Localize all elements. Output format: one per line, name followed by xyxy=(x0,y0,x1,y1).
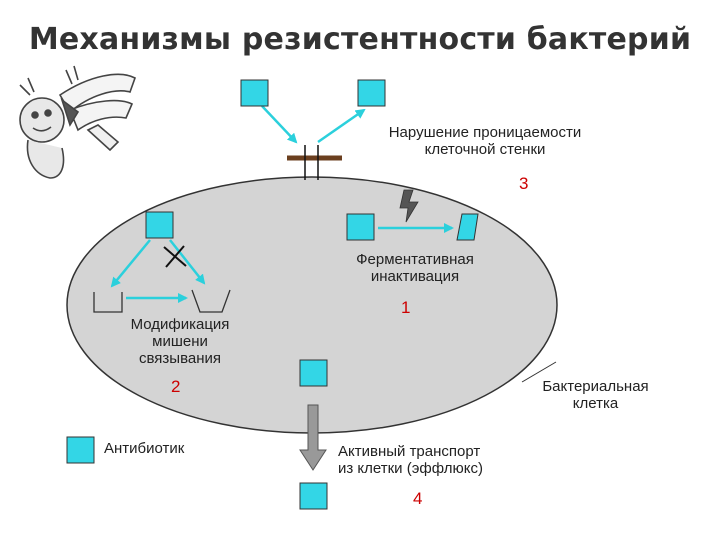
label-efflux-line2: из клетки (эффлюкс) xyxy=(338,460,483,477)
cartoon-character-icon xyxy=(19,65,136,179)
cell-wall-channel xyxy=(287,145,342,180)
arrow-to-modified-target xyxy=(169,239,206,285)
label-enzymatic-line1: Ферментативная xyxy=(356,251,474,268)
label-permeability-line1: Нарушение проницаемости xyxy=(388,124,582,141)
antibiotic-square xyxy=(240,79,269,107)
antibiotic-square xyxy=(357,79,386,107)
label-cell: Бактериальная клетка xyxy=(518,378,673,412)
label-efflux: Активный транспорт из клетки (эффлюкс) xyxy=(338,443,483,477)
marker-1: 1 xyxy=(401,298,411,317)
label-target-line2: мишени xyxy=(152,333,208,350)
modified-target-site xyxy=(191,289,231,313)
antibiotic-square xyxy=(346,213,375,241)
marker-3: 3 xyxy=(519,174,529,193)
arrow-to-original-target xyxy=(110,239,151,288)
inactivated-antibiotic xyxy=(456,213,479,241)
label-target: Модификация мишени связывания xyxy=(100,316,260,367)
label-permeability-line2: клеточной стенки xyxy=(424,141,546,158)
label-target-line1: Модификация xyxy=(130,316,230,333)
label-permeability: Нарушение проницаемости клеточной стенки xyxy=(360,124,610,158)
original-target-site xyxy=(93,292,123,313)
arrow-entry xyxy=(261,105,298,144)
lightning-icon xyxy=(399,189,419,223)
page-title: Механизмы резистентности бактерий xyxy=(28,22,692,57)
antibiotic-square xyxy=(299,482,328,510)
label-efflux-line1: Активный транспорт xyxy=(338,443,481,460)
marker-4: 4 xyxy=(413,489,423,508)
label-cell-line2: клетка xyxy=(572,395,619,412)
label-enzymatic-line2: инактивация xyxy=(370,268,460,285)
label-target-line3: связывания xyxy=(138,350,221,367)
antibiotic-square xyxy=(299,359,328,387)
arrow-exit xyxy=(317,108,366,144)
marker-2: 2 xyxy=(171,377,181,396)
legend-antibiotic-swatch xyxy=(66,436,95,464)
cell-label-pointer xyxy=(521,361,557,383)
label-cell-line1: Бактериальная xyxy=(542,378,649,395)
legend-antibiotic-label: Антибиотик xyxy=(104,440,185,457)
blocked-cross-icon xyxy=(163,245,187,268)
label-enzymatic: Ферментативная инактивация xyxy=(330,251,500,285)
antibiotic-square xyxy=(145,211,174,239)
efflux-arrow xyxy=(299,404,327,471)
bacterial-cell xyxy=(66,176,558,434)
